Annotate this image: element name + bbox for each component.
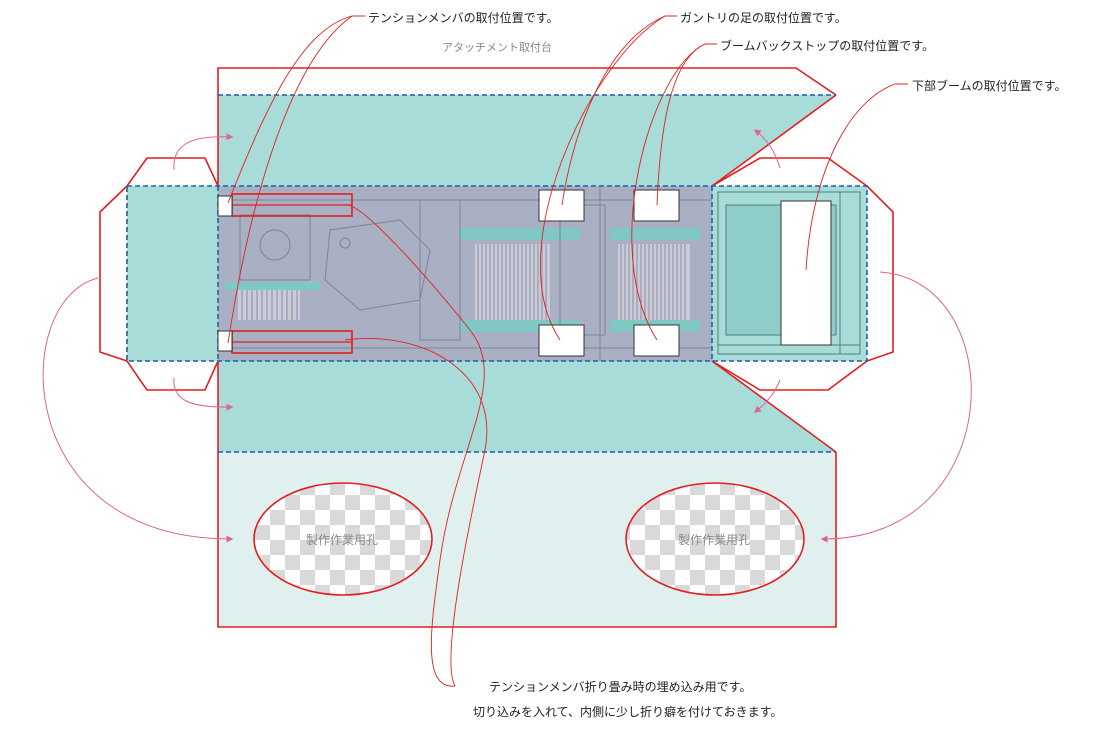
fold-note-line2: 切り込みを入れて、内側に少し折り癖を付けておきます。 xyxy=(473,705,783,719)
mount-positions xyxy=(217,189,832,357)
label-gantry-leg: ガントリの足の取付位置です。 xyxy=(680,11,847,25)
fold-arrows xyxy=(42,129,972,543)
label-attachment-base: アタッチメント取付台 xyxy=(442,41,552,54)
hole-label-left: 製作作業用孔 xyxy=(306,533,379,547)
label-lower-boom: 下部ブームの取付位置です。 xyxy=(912,79,1067,93)
fold-note-line1: テンションメンバ折り畳み時の埋め込み用です。 xyxy=(489,680,752,694)
hole-label-right: 製作作業用孔 xyxy=(678,533,751,547)
bottom-flap xyxy=(218,361,836,452)
label-boom-backstop: ブームバックストップの取付位置です。 xyxy=(720,39,935,53)
cut-lines xyxy=(99,67,894,628)
left-side-panel xyxy=(127,186,218,361)
label-tension-member: テンションメンバの取付位置です。 xyxy=(368,11,559,25)
top-flap xyxy=(218,95,836,186)
leader-lines xyxy=(227,15,908,687)
